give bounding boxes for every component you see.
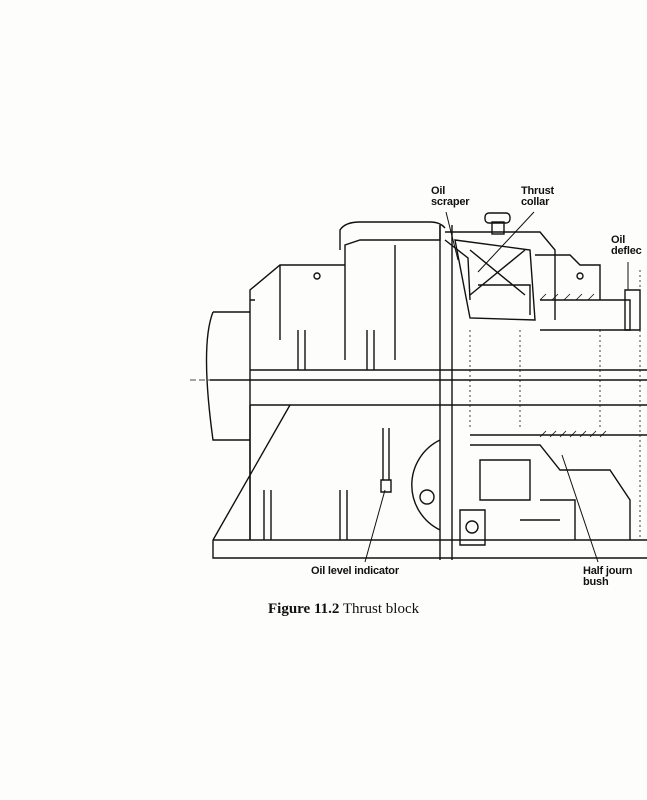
right-housing (535, 254, 631, 331)
bolt (313, 272, 321, 280)
oil-deflector-part (624, 289, 641, 331)
label-half-journal-bush: Half journ bush (583, 565, 633, 588)
thrust-collar (454, 239, 536, 321)
bearing-lower (470, 434, 647, 540)
label-oil-deflector: Oil deflec (611, 235, 642, 257)
dotted-guides (469, 270, 641, 540)
figure-title: Thrust block (342, 601, 420, 617)
figure-caption: Figure 11.2 Thrust block (268, 601, 419, 618)
label-oil-level-indicator: Oil level indicator (311, 565, 399, 577)
label-line: Thrust (521, 185, 555, 197)
label-thrust-collar: Thrust collar (521, 186, 554, 208)
hatching (539, 293, 607, 438)
label-line: collar (521, 196, 550, 208)
figure-number: Figure 11.2 (268, 601, 340, 617)
oil-level-gauge (380, 428, 392, 493)
label-line: scraper (431, 196, 470, 208)
nut (419, 489, 435, 505)
collar-housing (445, 231, 556, 320)
cap-nut (484, 212, 511, 224)
drain-plug (459, 509, 486, 546)
label-line: Oil (611, 234, 626, 246)
shaft (205, 311, 647, 441)
center-plate (439, 225, 471, 560)
label-line: Half journ (583, 565, 633, 577)
label-line: deflec (611, 245, 642, 257)
inspection-cover (411, 439, 441, 531)
base-plate (212, 539, 647, 559)
label-line: bush (583, 576, 609, 588)
casing-outline (249, 225, 441, 540)
bolt (576, 272, 584, 280)
support-diagonal (212, 404, 291, 541)
leader-lines (364, 211, 629, 563)
casing-top-cover (339, 221, 446, 250)
label-oil-scraper: Oil scraper (431, 185, 470, 208)
ribs (263, 330, 375, 540)
label-line: Oil (431, 185, 446, 197)
